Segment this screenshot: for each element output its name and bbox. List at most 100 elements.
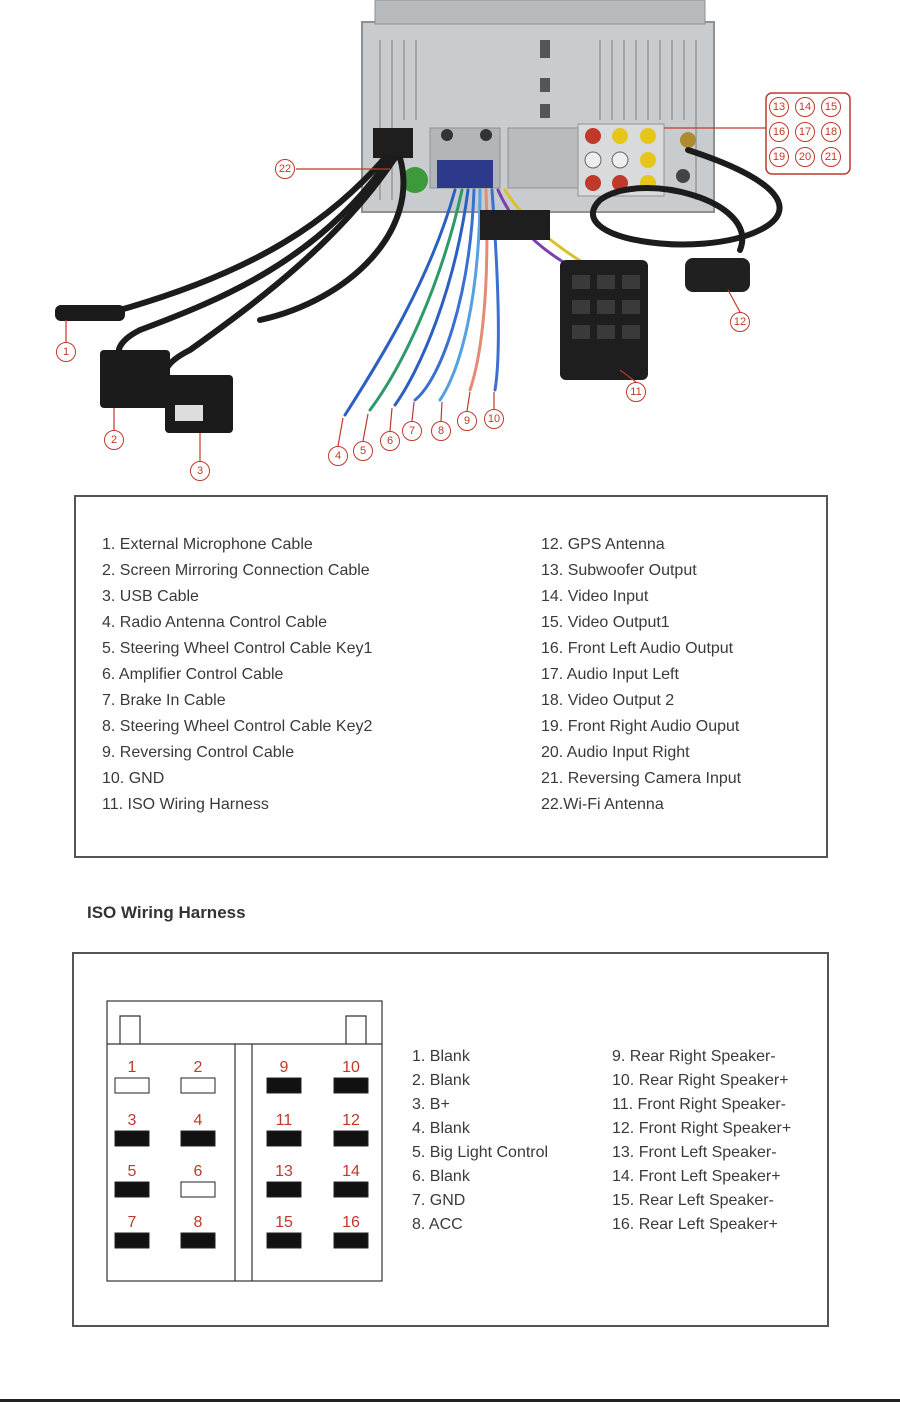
- callout-5: 5: [353, 441, 373, 461]
- pin-label-11: 11: [276, 1112, 293, 1129]
- pin-6-empty: [180, 1181, 216, 1198]
- callout-16: 16: [769, 122, 789, 142]
- iso-pin-item: 13. Front Left Speaker-: [612, 1144, 777, 1161]
- legend-item: 20. Audio Input Right: [541, 744, 690, 761]
- callout-14: 14: [795, 97, 815, 117]
- pin-label-8: 8: [194, 1214, 203, 1231]
- pin-13-filled: [266, 1181, 302, 1198]
- iso-pin-item: 12. Front Right Speaker+: [612, 1120, 792, 1137]
- iso-pin-item: 11. Front Right Speaker-: [612, 1096, 787, 1113]
- callout-6: 6: [380, 431, 400, 451]
- connector-key-left: [119, 1015, 141, 1044]
- iso-pin-item: 7. GND: [412, 1192, 466, 1209]
- callout-15: 15: [821, 97, 841, 117]
- pin-2-empty: [180, 1077, 216, 1094]
- iso-pin-item: 8. ACC: [412, 1216, 463, 1233]
- pin-9-filled: [266, 1077, 302, 1094]
- connector-key-right: [345, 1015, 367, 1044]
- callout-10: 10: [484, 409, 504, 429]
- callout-11: 11: [626, 382, 646, 402]
- iso-pin-item: 2. Blank: [412, 1072, 470, 1089]
- legend-item: 14. Video Input: [541, 588, 649, 605]
- callout-1: 1: [56, 342, 76, 362]
- legend-item: 8. Steering Wheel Control Cable Key2: [102, 718, 373, 735]
- pin-15-filled: [266, 1232, 302, 1249]
- legend-item: 15. Video Output1: [541, 614, 670, 631]
- pin-label-12: 12: [342, 1112, 360, 1129]
- pin-10-filled: [333, 1077, 369, 1094]
- legend-item: 19. Front Right Audio Ouput: [541, 718, 740, 735]
- legend-item: 17. Audio Input Left: [541, 666, 679, 683]
- iso-section-heading: ISO Wiring Harness: [87, 903, 246, 922]
- iso-pin-item: 5. Big Light Control: [412, 1144, 549, 1161]
- leader-lines: [65, 168, 741, 461]
- pin-12-filled: [333, 1130, 369, 1147]
- iso-pin-item: 15. Rear Left Speaker-: [612, 1192, 774, 1209]
- pin-label-14: 14: [342, 1163, 360, 1180]
- pin-14-filled: [333, 1181, 369, 1198]
- iso-connector-plug: [560, 260, 648, 380]
- iso-pin-item: 6. Blank: [412, 1168, 470, 1185]
- legend-left-column: 1. External Microphone Cable 2. Screen M…: [102, 532, 372, 818]
- legend-item: 11. ISO Wiring Harness: [102, 796, 269, 813]
- callout-12: 12: [730, 312, 750, 332]
- pin-label-15: 15: [275, 1214, 293, 1231]
- pin-label-1: 1: [128, 1059, 137, 1076]
- rca-jacks: [584, 128, 656, 191]
- callout-18: 18: [821, 122, 841, 142]
- callout-21: 21: [821, 147, 841, 167]
- callout-3: 3: [190, 461, 210, 481]
- pin-label-9: 9: [280, 1059, 289, 1076]
- footer-divider: [0, 1399, 900, 1402]
- legend-item: 7. Brake In Cable: [102, 692, 226, 709]
- legend-item: 2. Screen Mirroring Connection Cable: [102, 562, 370, 579]
- callout-13: 13: [769, 97, 789, 117]
- legend-item: 21. Reversing Camera Input: [541, 770, 742, 787]
- iso-pin-item: 16. Rear Left Speaker+: [612, 1216, 778, 1233]
- colored-wires: [343, 188, 597, 417]
- callout-9: 9: [457, 411, 477, 431]
- pin-7-filled: [114, 1232, 150, 1249]
- iso-pin-item: 10. Rear Right Speaker+: [612, 1072, 789, 1089]
- callout-20: 20: [795, 147, 815, 167]
- pin-8-filled: [180, 1232, 216, 1249]
- legend-item: 22.Wi-Fi Antenna: [541, 796, 664, 813]
- pin-label-4: 4: [194, 1112, 203, 1129]
- callout-2: 2: [104, 430, 124, 450]
- iso-pins-right-column: 9. Rear Right Speaker- 10. Rear Right Sp…: [612, 1045, 791, 1237]
- pin-label-5: 5: [128, 1163, 137, 1180]
- ferrite-core: [480, 210, 550, 240]
- pin-16-filled: [333, 1232, 369, 1249]
- pin-1-empty: [114, 1077, 150, 1094]
- iso-pin-item: 9. Rear Right Speaker-: [612, 1048, 776, 1065]
- iso-pin-item: 4. Blank: [412, 1120, 470, 1137]
- legend-item: 16. Front Left Audio Output: [541, 640, 734, 657]
- connector-ends: [55, 258, 750, 433]
- pin-label-10: 10: [342, 1059, 360, 1076]
- callout-4: 4: [328, 446, 348, 466]
- pin-label-16: 16: [342, 1214, 360, 1231]
- pin-label-6: 6: [194, 1163, 203, 1180]
- legend-item: 4. Radio Antenna Control Cable: [102, 614, 328, 631]
- product-photo: [55, 0, 851, 461]
- iso-pins-left-column: 1. Blank 2. Blank 3. B+ 4. Blank 5. Big …: [412, 1045, 548, 1237]
- iso-pin-item: 1. Blank: [412, 1048, 470, 1065]
- legend-item: 5. Steering Wheel Control Cable Key1: [102, 640, 373, 657]
- pin-label-7: 7: [128, 1214, 137, 1231]
- legend-item: 6. Amplifier Control Cable: [102, 666, 284, 683]
- iso-pin-item: 3. B+: [412, 1096, 450, 1113]
- legend-item: 12. GPS Antenna: [541, 536, 665, 553]
- callout-17: 17: [795, 122, 815, 142]
- callout-19: 19: [769, 147, 789, 167]
- legend-item: 9. Reversing Control Cable: [102, 744, 295, 761]
- head-unit-chassis: [361, 0, 715, 213]
- legend-item: 10. GND: [102, 770, 165, 787]
- pin-label-13: 13: [275, 1163, 293, 1180]
- legend-item: 3. USB Cable: [102, 588, 199, 605]
- legend-item: 13. Subwoofer Output: [541, 562, 697, 579]
- pin-label-3: 3: [128, 1112, 137, 1129]
- callout-22: 22: [275, 159, 295, 179]
